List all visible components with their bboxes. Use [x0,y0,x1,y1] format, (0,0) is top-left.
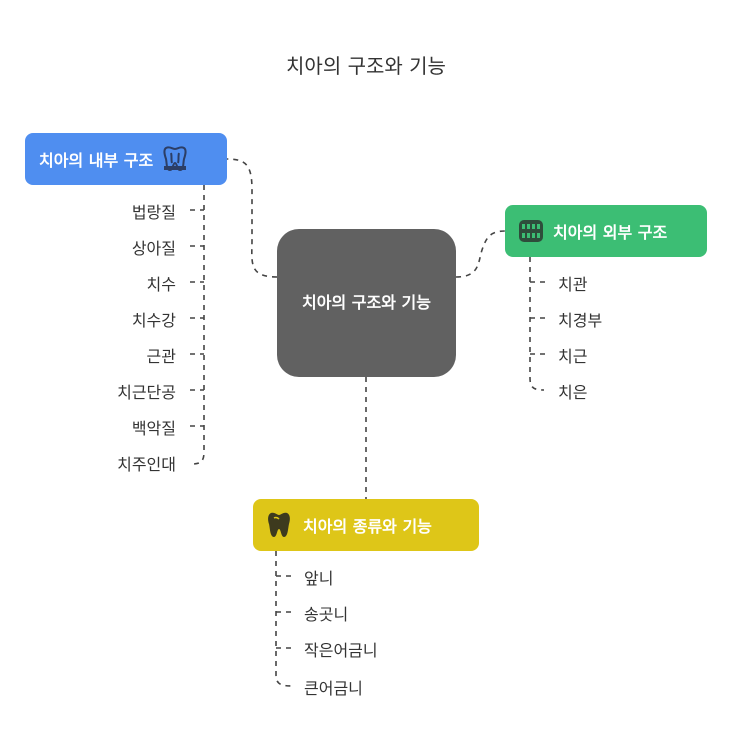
internal-item: 근관 [146,347,176,366]
internal-item: 법랑질 [131,203,176,222]
internal-item: 치근단공 [117,383,176,402]
tooth-structure-icon [161,145,189,173]
external-item: 치관 [558,275,588,294]
external-item: 치은 [558,383,588,402]
external-trunk [529,257,545,391]
teeth-row-icon [517,217,545,245]
internal-item: 백악질 [131,419,176,438]
central-topic: 치아의 구조와 기능 [277,229,456,377]
node-external-label: 치아의 외부 구조 [553,223,668,242]
types-item: 앞니 [304,569,334,588]
external-item: 치경부 [558,311,603,330]
internal-item: 상아질 [131,239,176,258]
types-item: 송곳니 [304,605,349,624]
types-item: 큰어금니 [304,679,363,698]
connector-center-external [455,230,506,278]
types-trunk [275,551,293,687]
node-internal-structure: 치아의 내부 구조 [25,133,227,185]
internal-item: 치수강 [131,311,176,330]
internal-item: 치주인대 [117,455,176,474]
internal-item: 치수 [146,275,176,294]
node-internal-label: 치아의 내부 구조 [39,151,154,170]
types-item: 작은어금니 [304,641,378,660]
diagram-title: 치아의 구조와 기능 [286,54,446,78]
central-topic-label: 치아의 구조와 기능 [302,293,431,312]
connector-center-internal [226,158,278,278]
molar-tooth-icon [265,511,293,539]
external-item: 치근 [558,347,588,366]
node-types-label: 치아의 종류와 기능 [303,517,432,536]
internal-trunk [191,185,205,465]
node-external-structure: 치아의 외부 구조 [505,205,707,257]
node-tooth-types: 치아의 종류와 기능 [253,499,479,551]
